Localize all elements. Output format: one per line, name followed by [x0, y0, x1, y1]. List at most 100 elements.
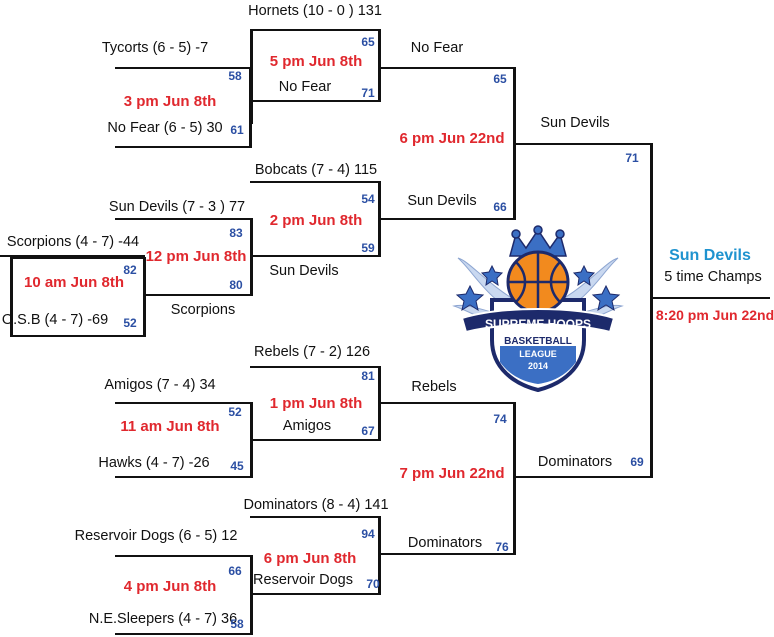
score: 67 [361, 424, 375, 438]
bracket-line [10, 257, 13, 337]
logo-league: LEAGUE [519, 349, 557, 359]
league-logo: SUPREME HOOPS BASKETBALL LEAGUE 2014 [452, 225, 624, 393]
score: 94 [361, 527, 375, 541]
winner-label: Amigos [282, 418, 332, 434]
crown-icon [509, 225, 567, 257]
score: 66 [493, 200, 507, 214]
score: 76 [495, 540, 509, 554]
winner-label: Dominators [407, 535, 483, 551]
score: 74 [493, 412, 507, 426]
bracket-line [250, 181, 380, 183]
game-time: 5 pm Jun 8th [269, 53, 363, 70]
bracket-line [143, 257, 146, 337]
bracket-line [115, 67, 250, 69]
team-label: N.E.Sleepers (4 - 7) 36 [88, 611, 238, 627]
winner-label: No Fear [410, 40, 464, 56]
bracket-line [250, 555, 253, 635]
bracket-line [0, 255, 145, 257]
team-label: Hornets (10 - 0 ) 131 [248, 3, 382, 19]
team-label: Rebels (7 - 2) 126 [253, 344, 371, 360]
game-time: 7 pm Jun 22nd [399, 465, 505, 482]
score: 83 [229, 226, 243, 240]
bracket-line [378, 516, 381, 595]
bracket-line [10, 335, 145, 337]
game-time-final: 8:20 pm Jun 22nd [655, 307, 774, 323]
bracket-line [515, 476, 650, 478]
winner-label: Scorpions [170, 302, 236, 318]
team-label: Amigos (7 - 4) 34 [104, 377, 216, 393]
game-time: 12 pm Jun 8th [145, 248, 247, 265]
game-time: 11 am Jun 8th [120, 418, 220, 435]
game-time: 2 pm Jun 8th [269, 212, 363, 229]
champion-name: Sun Devils [669, 247, 751, 264]
winner-label: Sun Devils [269, 263, 339, 279]
score: 59 [361, 241, 375, 255]
score: 69 [630, 455, 644, 469]
bracket-line [250, 366, 380, 368]
score: 82 [123, 263, 137, 277]
score: 45 [230, 459, 244, 473]
score: 52 [123, 316, 137, 330]
bracket-line [378, 29, 381, 102]
logo-year: 2014 [528, 361, 548, 371]
bracket-line [513, 402, 516, 555]
team-label: Hawks (4 - 7) -26 [98, 455, 210, 471]
shield-band [500, 346, 576, 384]
bracket-line [115, 633, 250, 635]
game-time: 6 pm Jun 22nd [399, 130, 505, 147]
team-label: O.S.B (4 - 7) -69 [1, 312, 109, 328]
bracket-line [250, 255, 380, 257]
game-time: 1 pm Jun 8th [269, 395, 363, 412]
bracket-line [115, 402, 250, 404]
winner-label: Sun Devils [407, 193, 477, 209]
bracket-line [250, 402, 253, 478]
bracket-line [380, 553, 515, 555]
score: 58 [228, 69, 242, 83]
bracket-line [115, 218, 250, 220]
team-label: Tycorts (6 - 5) -7 [101, 40, 209, 56]
bracket-line [250, 593, 380, 595]
score: 65 [361, 35, 375, 49]
score: 61 [230, 123, 244, 137]
team-label: Sun Devils (7 - 3 ) 77 [108, 199, 246, 215]
winner-label: No Fear [278, 79, 332, 95]
logo-title: SUPREME HOOPS [485, 317, 591, 331]
logo-subtitle: BASKETBALL [504, 336, 572, 347]
bracket-line [250, 439, 380, 441]
score: 71 [625, 151, 639, 165]
bracket-line [115, 146, 250, 148]
bracket-line [145, 294, 252, 296]
bracket-line [250, 29, 380, 31]
game-time: 6 pm Jun 8th [263, 550, 357, 567]
bracket-line [115, 476, 250, 478]
bracket-line [249, 67, 252, 148]
score: 52 [228, 405, 242, 419]
score: 66 [228, 564, 242, 578]
team-label: Bobcats (7 - 4) 115 [254, 162, 378, 178]
bracket-line [513, 67, 516, 220]
bracket-line [650, 143, 653, 478]
logo-banner [460, 308, 616, 334]
bracket-line [650, 297, 770, 299]
score: 81 [361, 369, 375, 383]
winner-label: Dominators [537, 454, 613, 470]
champion-note: 5 time Champs [664, 269, 762, 285]
score: 58 [230, 617, 244, 631]
score: 65 [493, 72, 507, 86]
score: 71 [361, 86, 375, 100]
bracket-line [378, 366, 381, 441]
team-label: No Fear (6 - 5) 30 [107, 120, 223, 136]
bracket-line [12, 257, 145, 259]
game-time: 10 am Jun 8th [23, 274, 125, 291]
bracket-line [380, 218, 515, 220]
team-label: Reservoir Dogs (6 - 5) 12 [74, 528, 238, 544]
score: 54 [361, 192, 375, 206]
game-time: 4 pm Jun 8th [123, 578, 217, 595]
bracket-line [515, 143, 650, 145]
bracket-line [250, 516, 380, 518]
bracket-line [250, 218, 253, 296]
winner-label: Rebels [411, 379, 457, 395]
bracket-line [250, 100, 380, 102]
star-icons [455, 264, 621, 312]
